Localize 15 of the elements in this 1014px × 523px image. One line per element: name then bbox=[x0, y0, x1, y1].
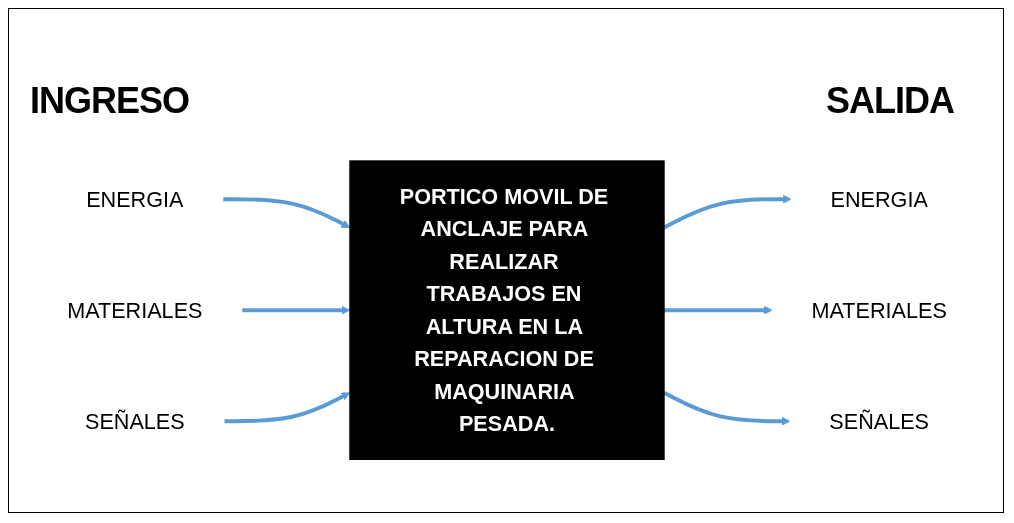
node-box: PORTICO MOVIL DE ANCLAJE PARA REALIZAR TRABAJOS EN ALTURA EN LA REPARACION DE MAQUINARIA PESADA. bbox=[349, 160, 665, 460]
node-text: MATERIALES bbox=[811, 297, 947, 323]
arrow bbox=[223, 392, 351, 423]
column-heading: SALIDA bbox=[826, 80, 954, 122]
node-text: ENERGIA bbox=[86, 186, 184, 212]
arrow bbox=[663, 390, 791, 426]
arrow bbox=[222, 197, 351, 228]
node-text: MATERIALES bbox=[67, 297, 203, 323]
node-text: SEÑALES bbox=[829, 408, 930, 434]
arrow bbox=[664, 305, 773, 315]
arrow bbox=[663, 194, 792, 230]
arrow bbox=[241, 305, 351, 315]
node-text: SEÑALES bbox=[84, 408, 185, 434]
column-heading: INGRESO bbox=[30, 80, 190, 122]
node-text: ENERGIA bbox=[830, 186, 928, 212]
